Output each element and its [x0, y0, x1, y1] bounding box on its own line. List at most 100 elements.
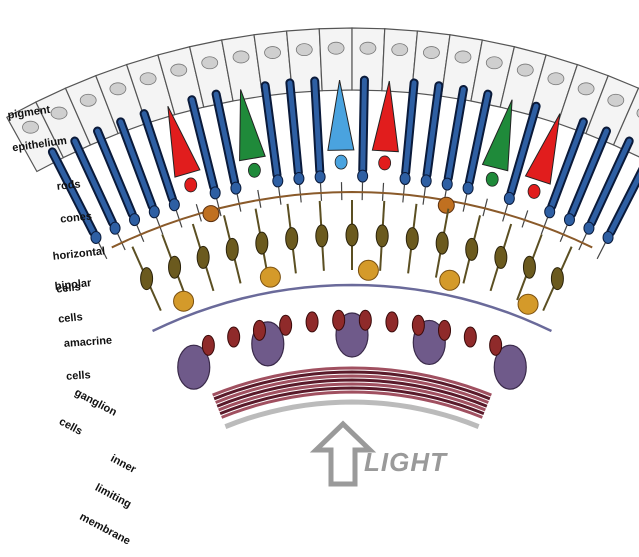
epithelium-nucleus — [486, 57, 502, 69]
ganglion-cell-small — [386, 312, 398, 332]
epithelium-nucleus — [202, 57, 218, 69]
nerve-fiber-layer — [213, 368, 492, 417]
amacrine-cell-body — [260, 267, 280, 287]
label-line: limiting — [93, 483, 147, 519]
epithelium-nucleus — [578, 83, 594, 95]
amacrine-cell-body — [174, 291, 194, 311]
label-line: bipolar — [54, 278, 92, 293]
rod-nucleus — [231, 182, 241, 194]
horizontal-cell-body — [203, 206, 219, 222]
epithelium-nucleus — [171, 64, 187, 76]
rod-nucleus — [564, 214, 574, 226]
cone-nucleus — [335, 155, 347, 169]
rod-outer-segment — [469, 94, 488, 182]
epithelium-nucleus — [392, 44, 408, 56]
rod-nucleus — [130, 214, 140, 226]
label-pigment-epithelium: pigment epithelium — [4, 81, 69, 165]
label-line: cones — [60, 211, 93, 225]
bipolar-cell-body — [436, 232, 448, 254]
ganglion-cell-small — [439, 320, 451, 340]
cone-outer-segment — [240, 89, 266, 160]
amacrine-cell-body — [440, 270, 460, 290]
ganglion-cell-small — [359, 310, 371, 330]
label-line: inner — [109, 453, 163, 489]
rod-outer-segment — [192, 100, 214, 187]
photoreceptor-axon — [383, 183, 384, 201]
rod-nucleus — [210, 187, 220, 199]
epithelium-nucleus — [233, 51, 249, 63]
bipolar-cell-body — [226, 238, 238, 260]
photoreceptor-axon — [299, 184, 301, 202]
epithelium-nucleus — [360, 42, 376, 54]
rod-nucleus — [294, 173, 304, 185]
label-line: amacrine — [64, 336, 113, 350]
rod-outer-segment — [216, 94, 235, 182]
rod-outer-segment — [363, 80, 365, 170]
label-line: rods — [56, 179, 89, 193]
epithelium-nucleus — [296, 44, 312, 56]
bipolar-cell-body — [523, 256, 535, 278]
rod-nucleus — [110, 222, 120, 234]
label-line: epithelium — [12, 136, 68, 155]
bipolar-cell-body — [406, 228, 418, 250]
epithelium-nucleus — [110, 83, 126, 95]
bipolar-cell-body — [169, 256, 181, 278]
ganglion-cell-small — [228, 327, 240, 347]
cone-nucleus — [486, 172, 498, 186]
bipolar-cell-body — [197, 246, 209, 268]
cone-nucleus — [248, 163, 260, 177]
bipolar-cell-body — [551, 268, 563, 290]
label-line: ganglion — [73, 387, 119, 418]
rod-nucleus — [169, 199, 179, 211]
photoreceptor-axon — [403, 184, 405, 202]
rod-nucleus — [400, 173, 410, 185]
rod-nucleus — [358, 170, 368, 182]
amacrine-cell-body — [358, 260, 378, 280]
bipolar-cell-body — [466, 238, 478, 260]
bipolar-cell-body — [141, 268, 153, 290]
light-label: LIGHT — [364, 447, 447, 478]
epithelium-nucleus — [455, 51, 471, 63]
label-line: membrane — [78, 512, 132, 548]
bipolar-cell-body — [376, 225, 388, 247]
rod-nucleus — [273, 175, 283, 187]
horizontal-cell-body — [438, 197, 454, 213]
rod-nucleus — [603, 231, 613, 243]
rod-outer-segment — [511, 106, 536, 192]
bipolar-cell-layer — [132, 200, 571, 311]
photoreceptor-axon — [320, 183, 321, 201]
ganglion-cell-small — [306, 312, 318, 332]
rod-nucleus — [421, 175, 431, 187]
inner-limiting-membrane-layer — [225, 402, 478, 427]
amacrine-cell-body — [518, 294, 538, 314]
light-arrow-icon — [316, 424, 370, 484]
epithelium-nucleus — [423, 47, 439, 59]
bipolar-cell-body — [495, 246, 507, 268]
epithelium-nucleus — [140, 73, 156, 85]
rod-nucleus — [442, 178, 452, 190]
inner-limiting-membrane — [225, 402, 478, 427]
ganglion-cell-small — [202, 335, 214, 355]
rod-nucleus — [315, 171, 325, 183]
rod-nucleus — [584, 222, 594, 234]
epithelium-nucleus — [517, 64, 533, 76]
rod-nucleus — [504, 192, 514, 204]
cone-nucleus — [528, 184, 540, 198]
cone-nucleus — [185, 178, 197, 192]
ganglion-cell-small — [490, 335, 502, 355]
rod-nucleus — [149, 206, 159, 218]
ganglion-cell-small — [412, 315, 424, 335]
bipolar-cell-body — [346, 224, 358, 246]
bipolar-cell-body — [256, 232, 268, 254]
photoreceptor-axon — [597, 243, 605, 259]
epithelium-nucleus — [548, 73, 564, 85]
ganglion-cell-small — [253, 320, 265, 340]
rod-nucleus — [545, 206, 555, 218]
ganglion-cell-small — [280, 315, 292, 335]
epithelium-nucleus — [80, 94, 96, 106]
epithelium-nucleus — [328, 42, 344, 54]
label-line: pigment — [7, 103, 63, 122]
bipolar-cell-body — [316, 225, 328, 247]
bipolar-cell-body — [286, 228, 298, 250]
epithelium-nucleus — [608, 94, 624, 106]
